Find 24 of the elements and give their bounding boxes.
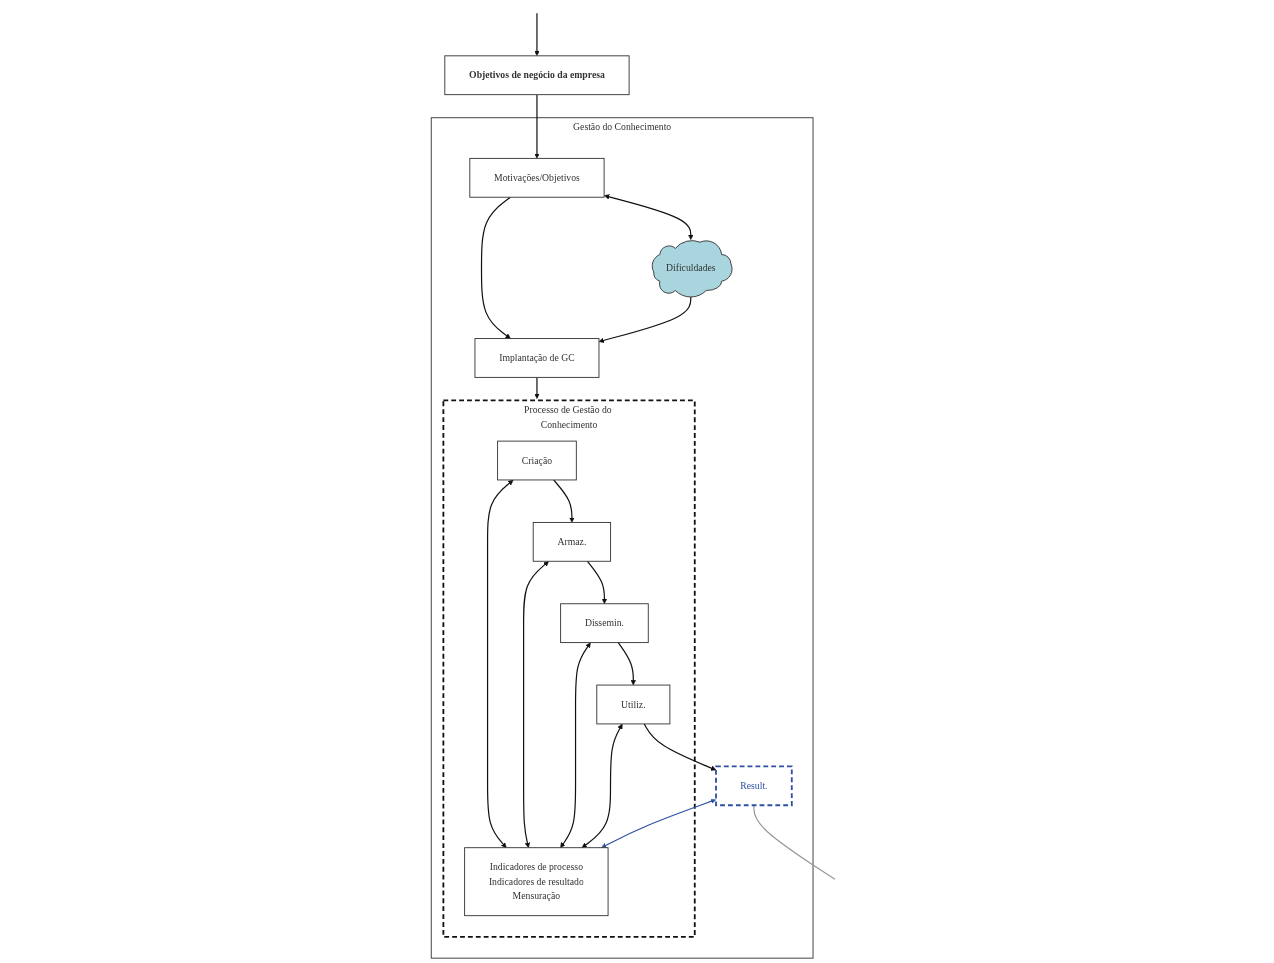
arrow <box>617 642 636 686</box>
arrow <box>586 560 608 604</box>
arrow <box>604 194 694 240</box>
arrow <box>480 196 512 339</box>
node-box: Indicadores de processo Indicadores de resultado Mensuração <box>464 847 609 917</box>
node-box: Result. <box>715 765 793 807</box>
arrow <box>560 642 591 848</box>
arrow <box>534 12 540 57</box>
node-box: Armaz. <box>532 521 612 562</box>
node-box: Utiliz. <box>596 684 671 725</box>
node-box: Dissemin. <box>560 603 649 644</box>
arrow <box>601 798 716 848</box>
arrow <box>581 723 623 848</box>
arrow <box>534 376 540 399</box>
arrow <box>523 561 549 848</box>
node-box: Criação <box>497 440 577 481</box>
arrow <box>553 479 575 523</box>
node-box: Objetivos de negócio da empresa <box>444 55 630 96</box>
node-box: Motivações/Objetivos <box>469 157 605 198</box>
arrow <box>598 295 692 343</box>
arrow <box>534 94 540 159</box>
connector <box>753 804 836 880</box>
arrow <box>486 479 514 848</box>
node-box: Implantação de GC <box>474 338 600 378</box>
